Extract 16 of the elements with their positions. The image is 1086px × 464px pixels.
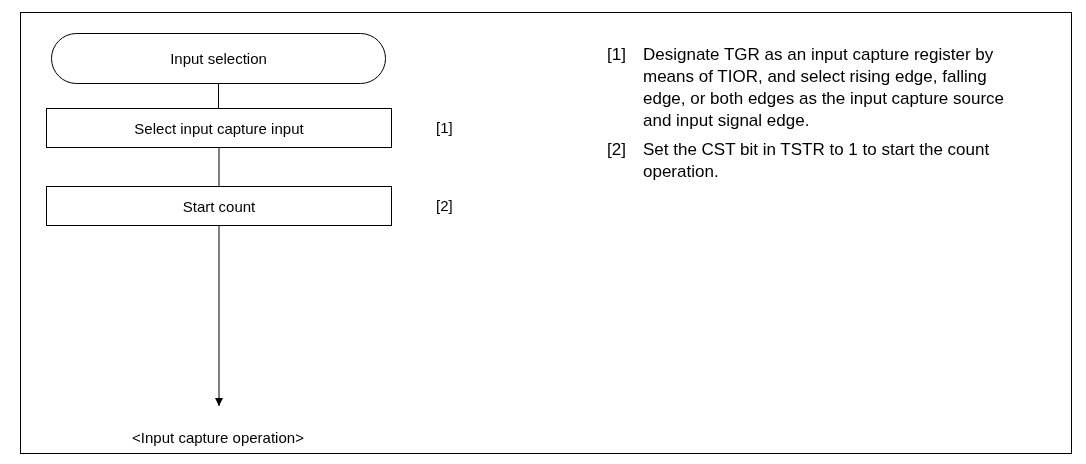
node-text: Start count xyxy=(182,197,256,215)
process-box xyxy=(46,186,392,226)
step-number: [2] xyxy=(436,197,453,214)
note-text: Designate TGR as an input capture register by means of TIOR, and select rising edge, falling edge, or both edges as the input capture source and input signal edge. xyxy=(643,44,1006,132)
end-text: <Input capture operation> xyxy=(98,426,338,448)
note-number: [1] xyxy=(607,44,627,66)
note-number: [2] xyxy=(607,139,627,161)
connector xyxy=(218,83,219,109)
terminal-shape xyxy=(51,33,386,84)
note-text: Set the CST bit in TSTR to 1 to start the count operation. xyxy=(643,139,991,183)
node-text: Select input capture input xyxy=(134,119,304,137)
process-box xyxy=(46,108,392,148)
node-text: Input selection xyxy=(170,50,267,67)
connector xyxy=(215,225,223,407)
step-number: [1] xyxy=(436,119,453,136)
connector xyxy=(218,147,220,187)
